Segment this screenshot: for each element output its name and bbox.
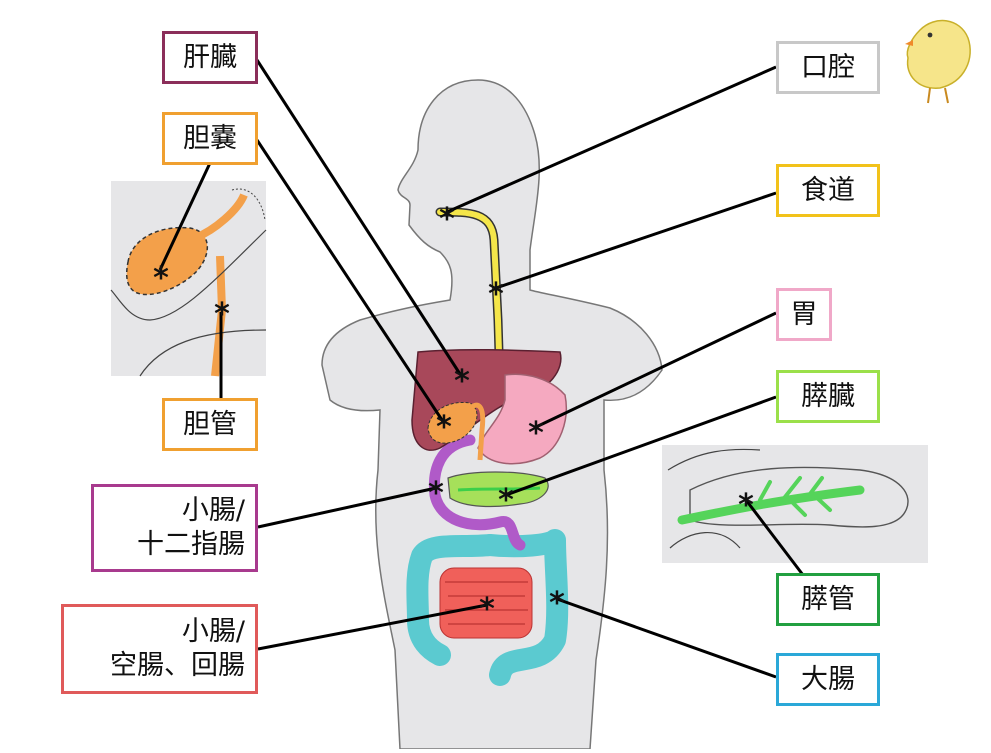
marker-duodenum: * [428,476,444,511]
label-gallbladder: 胆嚢 [162,112,258,165]
label-small-intestine-jejunum-ileum: 小腸/空腸、回腸 [61,604,258,694]
marker-pancreatic-duct-inset: * [738,488,754,523]
label-text-line: 肝臓 [183,41,237,73]
label-text-line: 大腸 [801,663,855,695]
gallbladder-shape [427,401,478,444]
label-text-line: 膵臓 [801,380,855,412]
marker-esophagus: * [488,277,504,312]
marker-jejunum-ileum: * [479,592,495,627]
stomach-shape [477,373,567,465]
small-intestine-shape [439,567,533,639]
pancreas-inset [662,445,928,563]
label-bile-duct: 胆管 [162,398,258,451]
label-stomach: 胃 [776,288,832,341]
marker-stomach: * [528,416,544,451]
label-text-line: 小腸/ [181,616,245,648]
label-text-line: 十二指腸 [137,529,245,560]
label-text-line: 胆嚢 [183,122,237,154]
duodenum-shape [428,434,526,551]
marker-large-intestine: * [549,586,565,621]
gallbladder-inset [110,181,267,377]
label-pancreatic-duct: 膵管 [776,573,880,626]
label-text-line: 胃 [790,298,818,330]
marker-gallbladder-inset: * [153,261,169,296]
leader-lines [158,59,805,679]
label-small-intestine-duodenum: 小腸/十二指腸 [91,484,258,572]
chick-sticker [905,19,971,104]
label-text-line: 空腸、回腸 [110,650,245,681]
label-liver: 肝臓 [162,31,258,84]
marker-pancreas: * [498,483,514,518]
label-text-line: 口腔 [801,51,855,83]
label-text-line: 小腸/ [181,495,245,527]
marker-gallbladder: * [436,410,452,445]
label-large-intestine: 大腸 [776,653,880,706]
marker-mouth: * [439,202,455,237]
label-esophagus: 食道 [776,164,880,217]
label-text-line: 食道 [801,174,855,206]
label-mouth: 口腔 [776,41,880,94]
marker-liver: * [454,364,470,399]
label-pancreas: 膵臓 [776,370,880,423]
label-text-line: 膵管 [801,583,855,615]
label-text-line: 胆管 [183,408,237,440]
marker-bile-duct-inset: * [214,297,230,332]
body-silhouette [321,79,663,750]
